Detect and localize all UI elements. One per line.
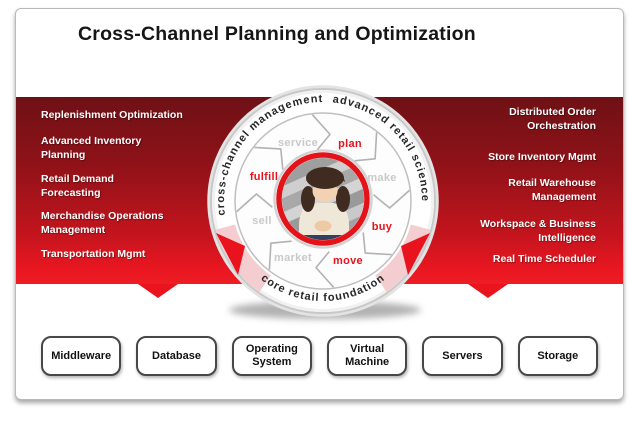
infra-box-storage: Storage bbox=[517, 336, 598, 376]
cycle-arrow-left bbox=[216, 233, 245, 275]
segment-label-make: make bbox=[367, 172, 396, 184]
wheel-outer-halo bbox=[207, 85, 439, 317]
infra-box-database: Database bbox=[136, 336, 217, 376]
segment-label-plan: plan bbox=[338, 138, 362, 150]
segment-dividers bbox=[236, 114, 410, 288]
capability-retail-warehouse-management: Retail Warehouse Management bbox=[508, 177, 596, 204]
capability-store-inventory-mgmt: Store Inventory Mgmt bbox=[488, 151, 596, 163]
segment-label-move: move bbox=[333, 255, 363, 267]
capability-transportation-mgmt: Transportation Mgmt bbox=[41, 248, 146, 260]
infra-box-servers: Servers bbox=[422, 336, 503, 376]
band-arrow-left bbox=[138, 284, 178, 298]
segment-label-sell: sell bbox=[252, 215, 272, 227]
segment-label-fulfill: fulfill bbox=[250, 171, 278, 183]
segment-label-service: service bbox=[278, 137, 318, 149]
infra-box-middleware: Middleware bbox=[41, 336, 122, 376]
capability-workspace-business-intelligence: Workspace & Business Intelligence bbox=[480, 218, 596, 245]
capability-merchandise-operations-management: Merchandise Operations Management bbox=[41, 210, 164, 237]
cycle-arrow-right bbox=[401, 233, 430, 275]
center-photo bbox=[282, 158, 364, 240]
capability-distributed-order-orchestration: Distributed Order Orchestration bbox=[509, 106, 596, 133]
wheel-outer-ring-highlight bbox=[212, 90, 434, 312]
infrastructure-row: Middleware Database Operating System Vir… bbox=[41, 336, 598, 376]
slide-card: Cross-Channel Planning and Optimization … bbox=[15, 8, 624, 400]
capability-retail-demand-forecasting: Retail Demand Forecasting bbox=[41, 173, 114, 200]
band-arrow-right bbox=[468, 284, 508, 298]
infra-box-operating-system: Operating System bbox=[231, 336, 312, 376]
capability-real-time-scheduler: Real Time Scheduler bbox=[492, 253, 596, 265]
wheel-diagram: cross-channel management advanced retail… bbox=[207, 85, 439, 319]
page-title: Cross-Channel Planning and Optimization bbox=[78, 23, 476, 45]
capability-replenishment-optimization: Replenishment Optimization bbox=[41, 109, 183, 121]
segment-label-buy: buy bbox=[372, 221, 393, 233]
infra-box-virtual-machine: Virtual Machine bbox=[326, 336, 408, 376]
segment-label-market: market bbox=[274, 252, 312, 264]
capability-advanced-inventory-planning: Advanced Inventory Planning bbox=[41, 135, 142, 162]
